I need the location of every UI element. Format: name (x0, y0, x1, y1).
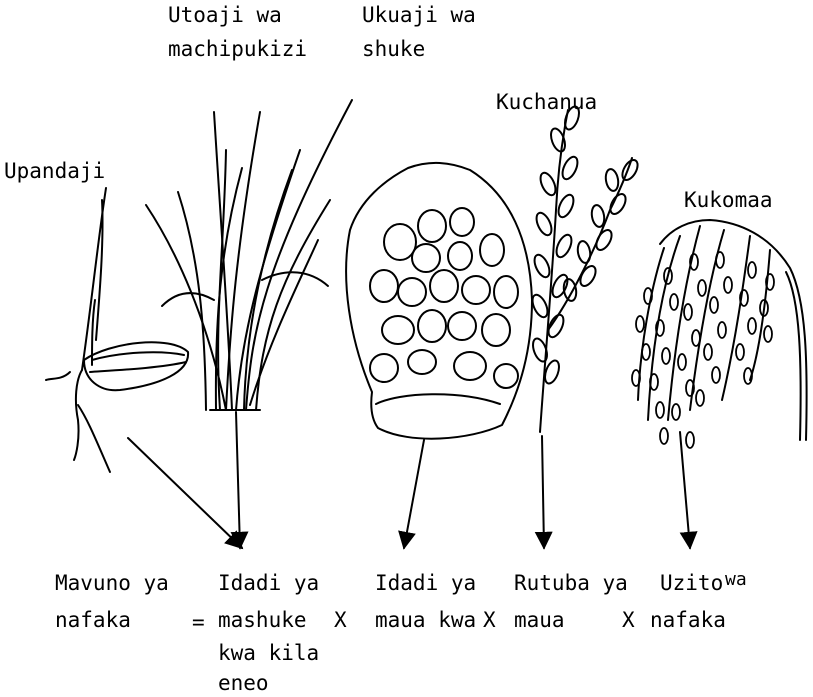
stage-label-flowering: Kuchanua (496, 88, 597, 116)
yield-label-line2: nafaka (55, 606, 131, 634)
seedling-illustration (46, 188, 188, 472)
multiply-sign-2: X (483, 606, 496, 634)
stage-label-ripening: Kukomaa (684, 186, 773, 214)
arrow-tillering-to-panicles (236, 412, 240, 548)
flowering-panicle-illustration (529, 105, 640, 432)
seed-grain (84, 342, 188, 390)
arrow-seedling-to-panicles (128, 438, 242, 548)
equals-sign: = (192, 608, 205, 636)
panicle-primordium-illustration (346, 163, 532, 439)
stage-label-sowing: Upandaji (4, 157, 105, 185)
stage-label-heading-line2: shuke (362, 35, 425, 63)
arrows (128, 412, 690, 548)
fertility-label-line2: maua (514, 606, 565, 634)
ripening-panicle-illustration (632, 220, 807, 448)
weight-label-line1b: wa (725, 566, 747, 594)
panicles-label-line4: eneo (218, 669, 269, 697)
fertility-label-line1: Rutuba ya (514, 569, 628, 597)
panicles-label-line1: Idadi ya (218, 569, 319, 597)
panicles-label-line2: mashuke (218, 606, 307, 634)
multiply-sign-1: X (334, 606, 347, 634)
weight-label-line2: nafaka (650, 606, 726, 634)
stage-label-tillering-line1: Utoaji wa (168, 1, 282, 29)
arrow-ripening-to-weight (680, 432, 690, 548)
yield-label-line1: Mavuno ya (55, 569, 169, 597)
weight-label-line1a: Uzito (660, 569, 723, 597)
arrow-flowering-to-fertility (542, 436, 544, 548)
panicles-label-line3: kwa kila (218, 639, 319, 667)
stage-label-tillering-line2: machipukizi (168, 35, 307, 63)
spikelets-label-line1: Idadi ya (375, 569, 476, 597)
stage-label-heading-line1: Ukuaji wa (362, 1, 476, 29)
spikelets-label-line2: maua kwa (375, 606, 476, 634)
multiply-sign-3: X (622, 606, 635, 634)
arrow-heading-to-spikelets (404, 440, 424, 548)
